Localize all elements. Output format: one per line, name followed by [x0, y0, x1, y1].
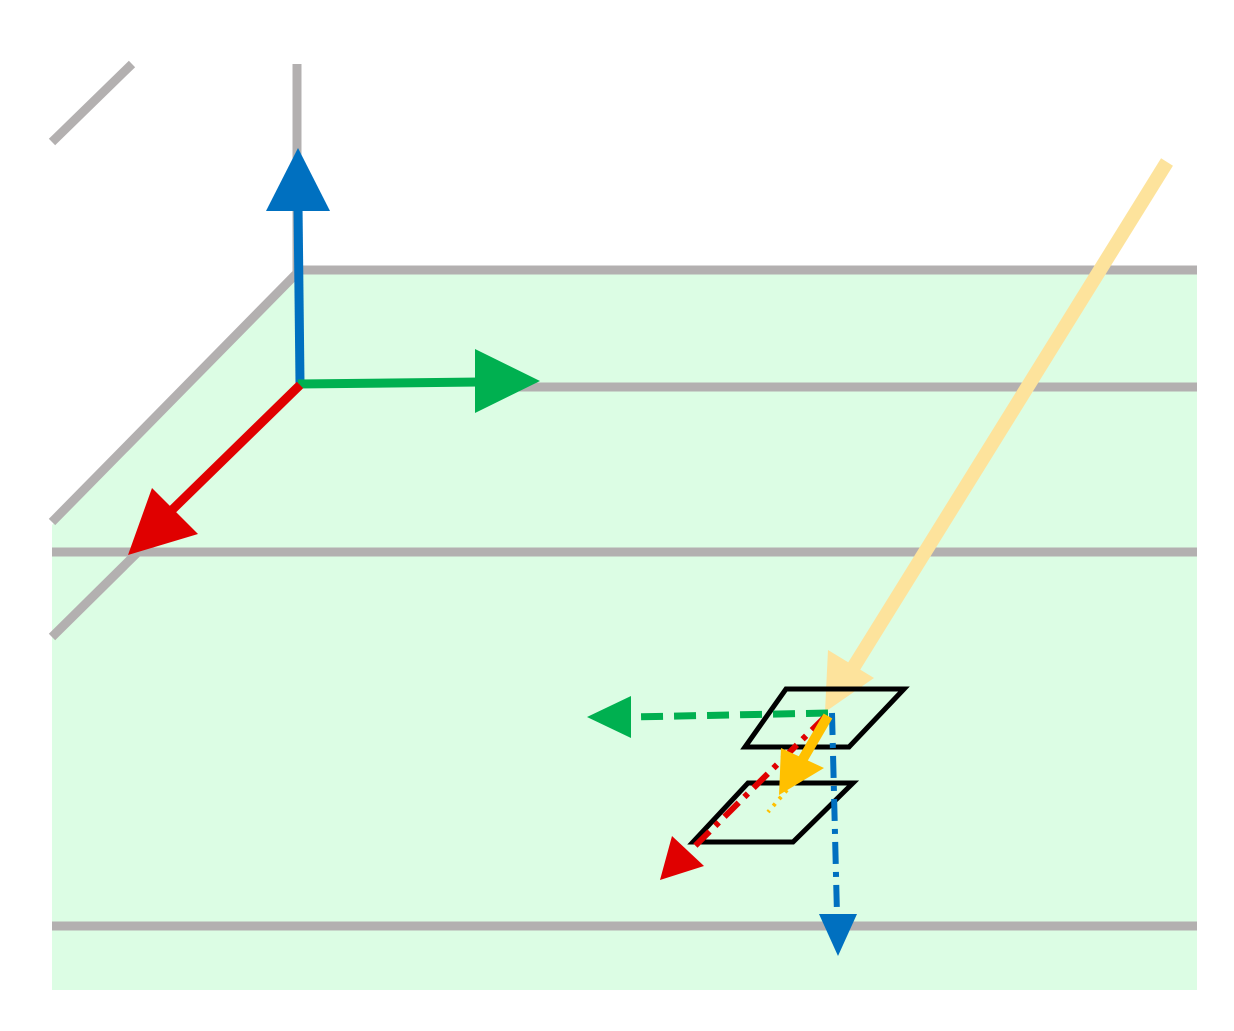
local-side-axis-dashed	[629, 709, 829, 721]
up-axis-shaft	[293, 204, 305, 384]
local-up-axis-arrowhead-icon	[819, 914, 857, 956]
local-side-axis-arrowhead-icon	[587, 696, 631, 738]
lower-surface-patch-icon	[687, 780, 860, 845]
reflected-ray-icon	[766, 713, 833, 814]
forward-axis-arrowhead-icon	[128, 488, 198, 555]
wall-diagonal-line	[48, 60, 136, 146]
incoming-ray-shaft	[847, 158, 1173, 672]
local-forward-axis-dashed	[690, 713, 829, 851]
reflected-ray-arrowhead-icon	[779, 748, 824, 795]
surface-patches	[687, 686, 910, 845]
local-forward-axis-arrowhead-icon	[660, 836, 704, 880]
ground-diagonal-line-2	[48, 546, 144, 641]
upper-surface-patch-icon	[740, 686, 910, 750]
incoming-ray-arrowhead-icon	[825, 650, 874, 712]
ground-plane	[52, 273, 1197, 990]
local-coordinate-axes-icon	[587, 696, 857, 956]
incoming-ray-icon	[825, 158, 1173, 712]
local-up-axis-dashed	[829, 712, 840, 916]
reflected-ray-shaft	[795, 713, 833, 767]
forward-axis-shaft	[168, 381, 304, 514]
side-axis-shaft	[297, 377, 481, 389]
ground-diagonal-line	[48, 269, 301, 526]
world-coordinate-axes-icon	[128, 148, 540, 555]
up-axis-arrowhead-icon	[266, 148, 330, 211]
grid-lines	[48, 60, 1197, 931]
side-axis-arrowhead-icon	[475, 349, 540, 413]
